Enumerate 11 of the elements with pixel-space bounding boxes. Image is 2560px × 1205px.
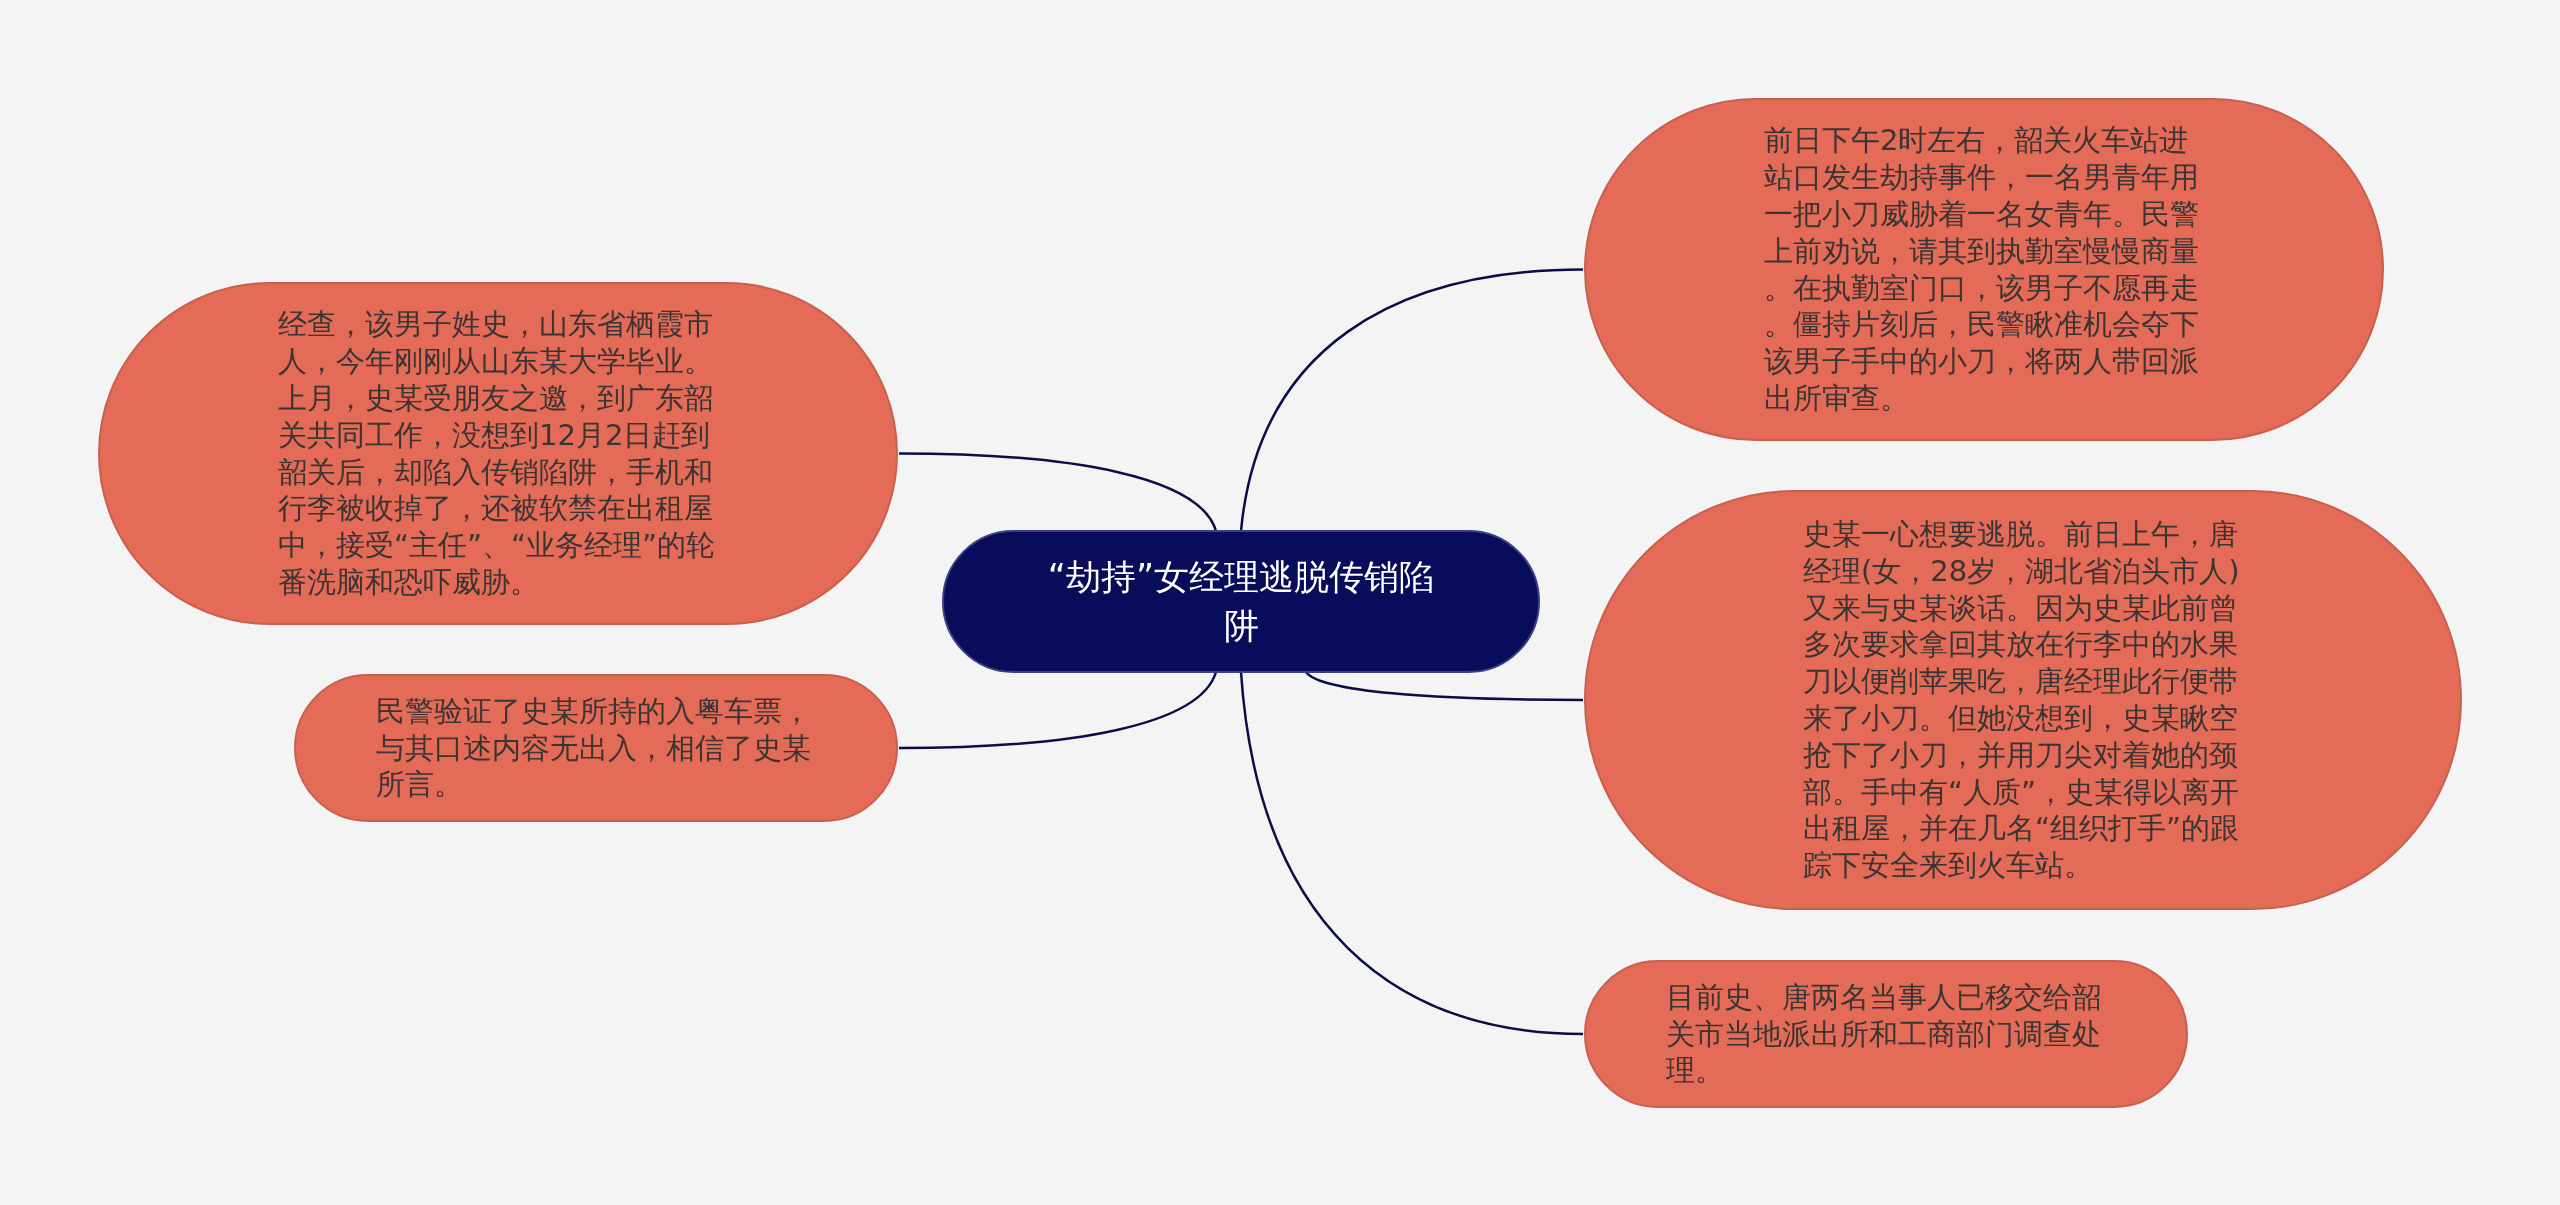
connector-line [899,671,1218,750]
topic-title: “劫持”女经理逃脱传销陷阱 [1046,555,1436,648]
connector-line [899,452,1218,532]
topic-text: 目前史、唐两名当事人已移交给韶关市当地派出所和工商部门调查处理。 [1666,978,2102,1090]
topic-text: 民警验证了史某所持的入粤车票，与其口述内容无出入，相信了史某所言。 [376,692,812,804]
connector-line [1305,671,1583,702]
connector-line [1239,671,1584,1036]
topic-text: 前日下午2时左右，韶关火车站进站口发生劫持事件，一名男青年用一把小刀威胁着一名女青年。民警上前劝说，请其到执勤室慢慢商量。在执勤室门口，该男子不愿再走。僵持片刻后，民警瞅准机会夺下该男子手中的小刀，将两人带回派出所审查。 [1764,122,2200,417]
topic-text: 史某一心想要逃脱。前日上午，唐经理(女，28岁，湖北省泊头市人)又来与史某谈话。因为史某此前曾多次要求拿回其放在行李中的水果刀以便削苹果吃，唐经理此行便带来了小刀。但她没想到，史某瞅空抢下了小刀，并用刀尖对着她的颈部。手中有“人质”，史某得以离开出租屋，并在几名“组织打手”的跟踪下安全来到火车站。 [1803,515,2241,885]
topic-text: 经查，该男子姓史，山东省栖霞市人，今年刚刚从山东某大学毕业。上月，史某受朋友之邀，到广东韶关共同工作，没想到12月2日赶到韶关后，却陷入传销陷阱，手机和行李被收掉了，还被软禁在出租屋中，接受“主任”、“业务经理”的轮番洗脑和恐吓威胁。 [278,306,717,601]
connector-line [1239,268,1584,532]
